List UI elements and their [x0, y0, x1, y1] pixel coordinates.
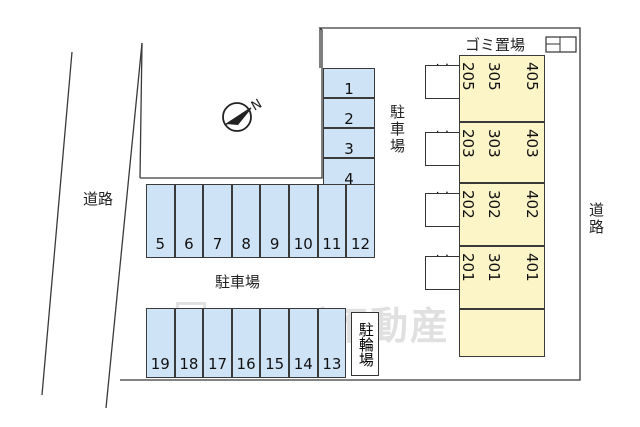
room-number: 303 [485, 129, 503, 158]
building-unit-row: 401301201101 [433, 246, 545, 309]
parking-space-number: 14 [293, 355, 313, 373]
parking-space-number: 16 [236, 355, 256, 373]
compass-icon [222, 102, 252, 132]
room-number: 401 [523, 253, 541, 282]
room-number: 405 [523, 62, 541, 91]
room-number: 302 [485, 190, 503, 219]
road-label-right: 道路 [587, 202, 605, 236]
parking-space: 10 [289, 184, 318, 258]
parking-space: 2 [323, 98, 375, 128]
building-unit-row: 402302202102 [433, 183, 545, 246]
building-unit-empty [459, 309, 545, 357]
balcony-outline [425, 65, 459, 99]
parking-space-number: 17 [207, 355, 228, 373]
road-edge-left-inner [105, 42, 143, 409]
parking-space: 14 [289, 308, 318, 378]
parking-space: 17 [203, 308, 232, 378]
parking-space-number: 5 [155, 235, 166, 253]
parking-space: 5 [146, 184, 175, 258]
parking-space: 13 [317, 308, 347, 378]
parking-space-number: 12 [350, 235, 371, 253]
parking-space: 3 [323, 128, 375, 158]
road-label-left: 道路 [83, 190, 114, 208]
room-number: 403 [523, 129, 541, 158]
garbage-bin-icon [545, 36, 577, 53]
room-number: 305 [485, 62, 503, 91]
parking-space-number: 7 [212, 235, 223, 253]
parking-space-number: 6 [184, 235, 194, 253]
room-number: 201 [459, 253, 477, 282]
parking-space-number: 8 [241, 235, 251, 253]
parking-label-upper: 駐車場 [388, 104, 406, 155]
parking-space-number: 3 [344, 140, 354, 158]
parking-space-number: 1 [344, 80, 354, 98]
room-number: 402 [523, 190, 541, 219]
room-number: 202 [459, 190, 477, 219]
room-number: 205 [459, 62, 477, 91]
parking-space-number: 2 [344, 110, 354, 128]
room-number: 203 [459, 129, 477, 158]
parking-space: 8 [231, 184, 261, 258]
parking-space: 4 [323, 158, 375, 188]
parking-space: 12 [346, 184, 375, 258]
parking-label-center: 駐車場 [215, 273, 261, 291]
parking-space-number: 11 [322, 235, 342, 253]
parking-space: 18 [174, 308, 204, 378]
parking-space-number: 4 [344, 170, 354, 188]
balcony-outline [425, 193, 459, 227]
parking-space-number: 18 [179, 355, 199, 373]
parking-space: 19 [146, 308, 175, 378]
balcony-outline [425, 256, 459, 290]
building-unit-row: 403303203103 [433, 122, 545, 183]
garbage-label: ゴミ置場 [465, 36, 526, 54]
parking-space-number: 13 [322, 355, 342, 373]
parking-space-number: 15 [265, 355, 285, 373]
bicycle-parking-label: 駐輪場 [356, 321, 375, 367]
parking-space: 15 [260, 308, 289, 378]
road-edge-left-outer [41, 51, 73, 396]
parking-space: 7 [203, 184, 232, 258]
parking-space: 16 [231, 308, 261, 378]
balcony-outline [425, 132, 459, 166]
lot-boundary-upper [139, 42, 143, 179]
room-number: 301 [485, 253, 503, 282]
bicycle-parking: 駐輪場 [351, 312, 379, 376]
parking-space-number: 19 [150, 355, 170, 373]
building-unit-row: 405305205105 [433, 55, 545, 122]
parking-space: 6 [174, 184, 204, 258]
parking-space: 1 [323, 68, 375, 98]
parking-space-number: 9 [269, 235, 280, 253]
parking-space: 9 [260, 184, 289, 258]
parking-space: 11 [317, 184, 347, 258]
parking-space-number: 10 [293, 235, 313, 253]
